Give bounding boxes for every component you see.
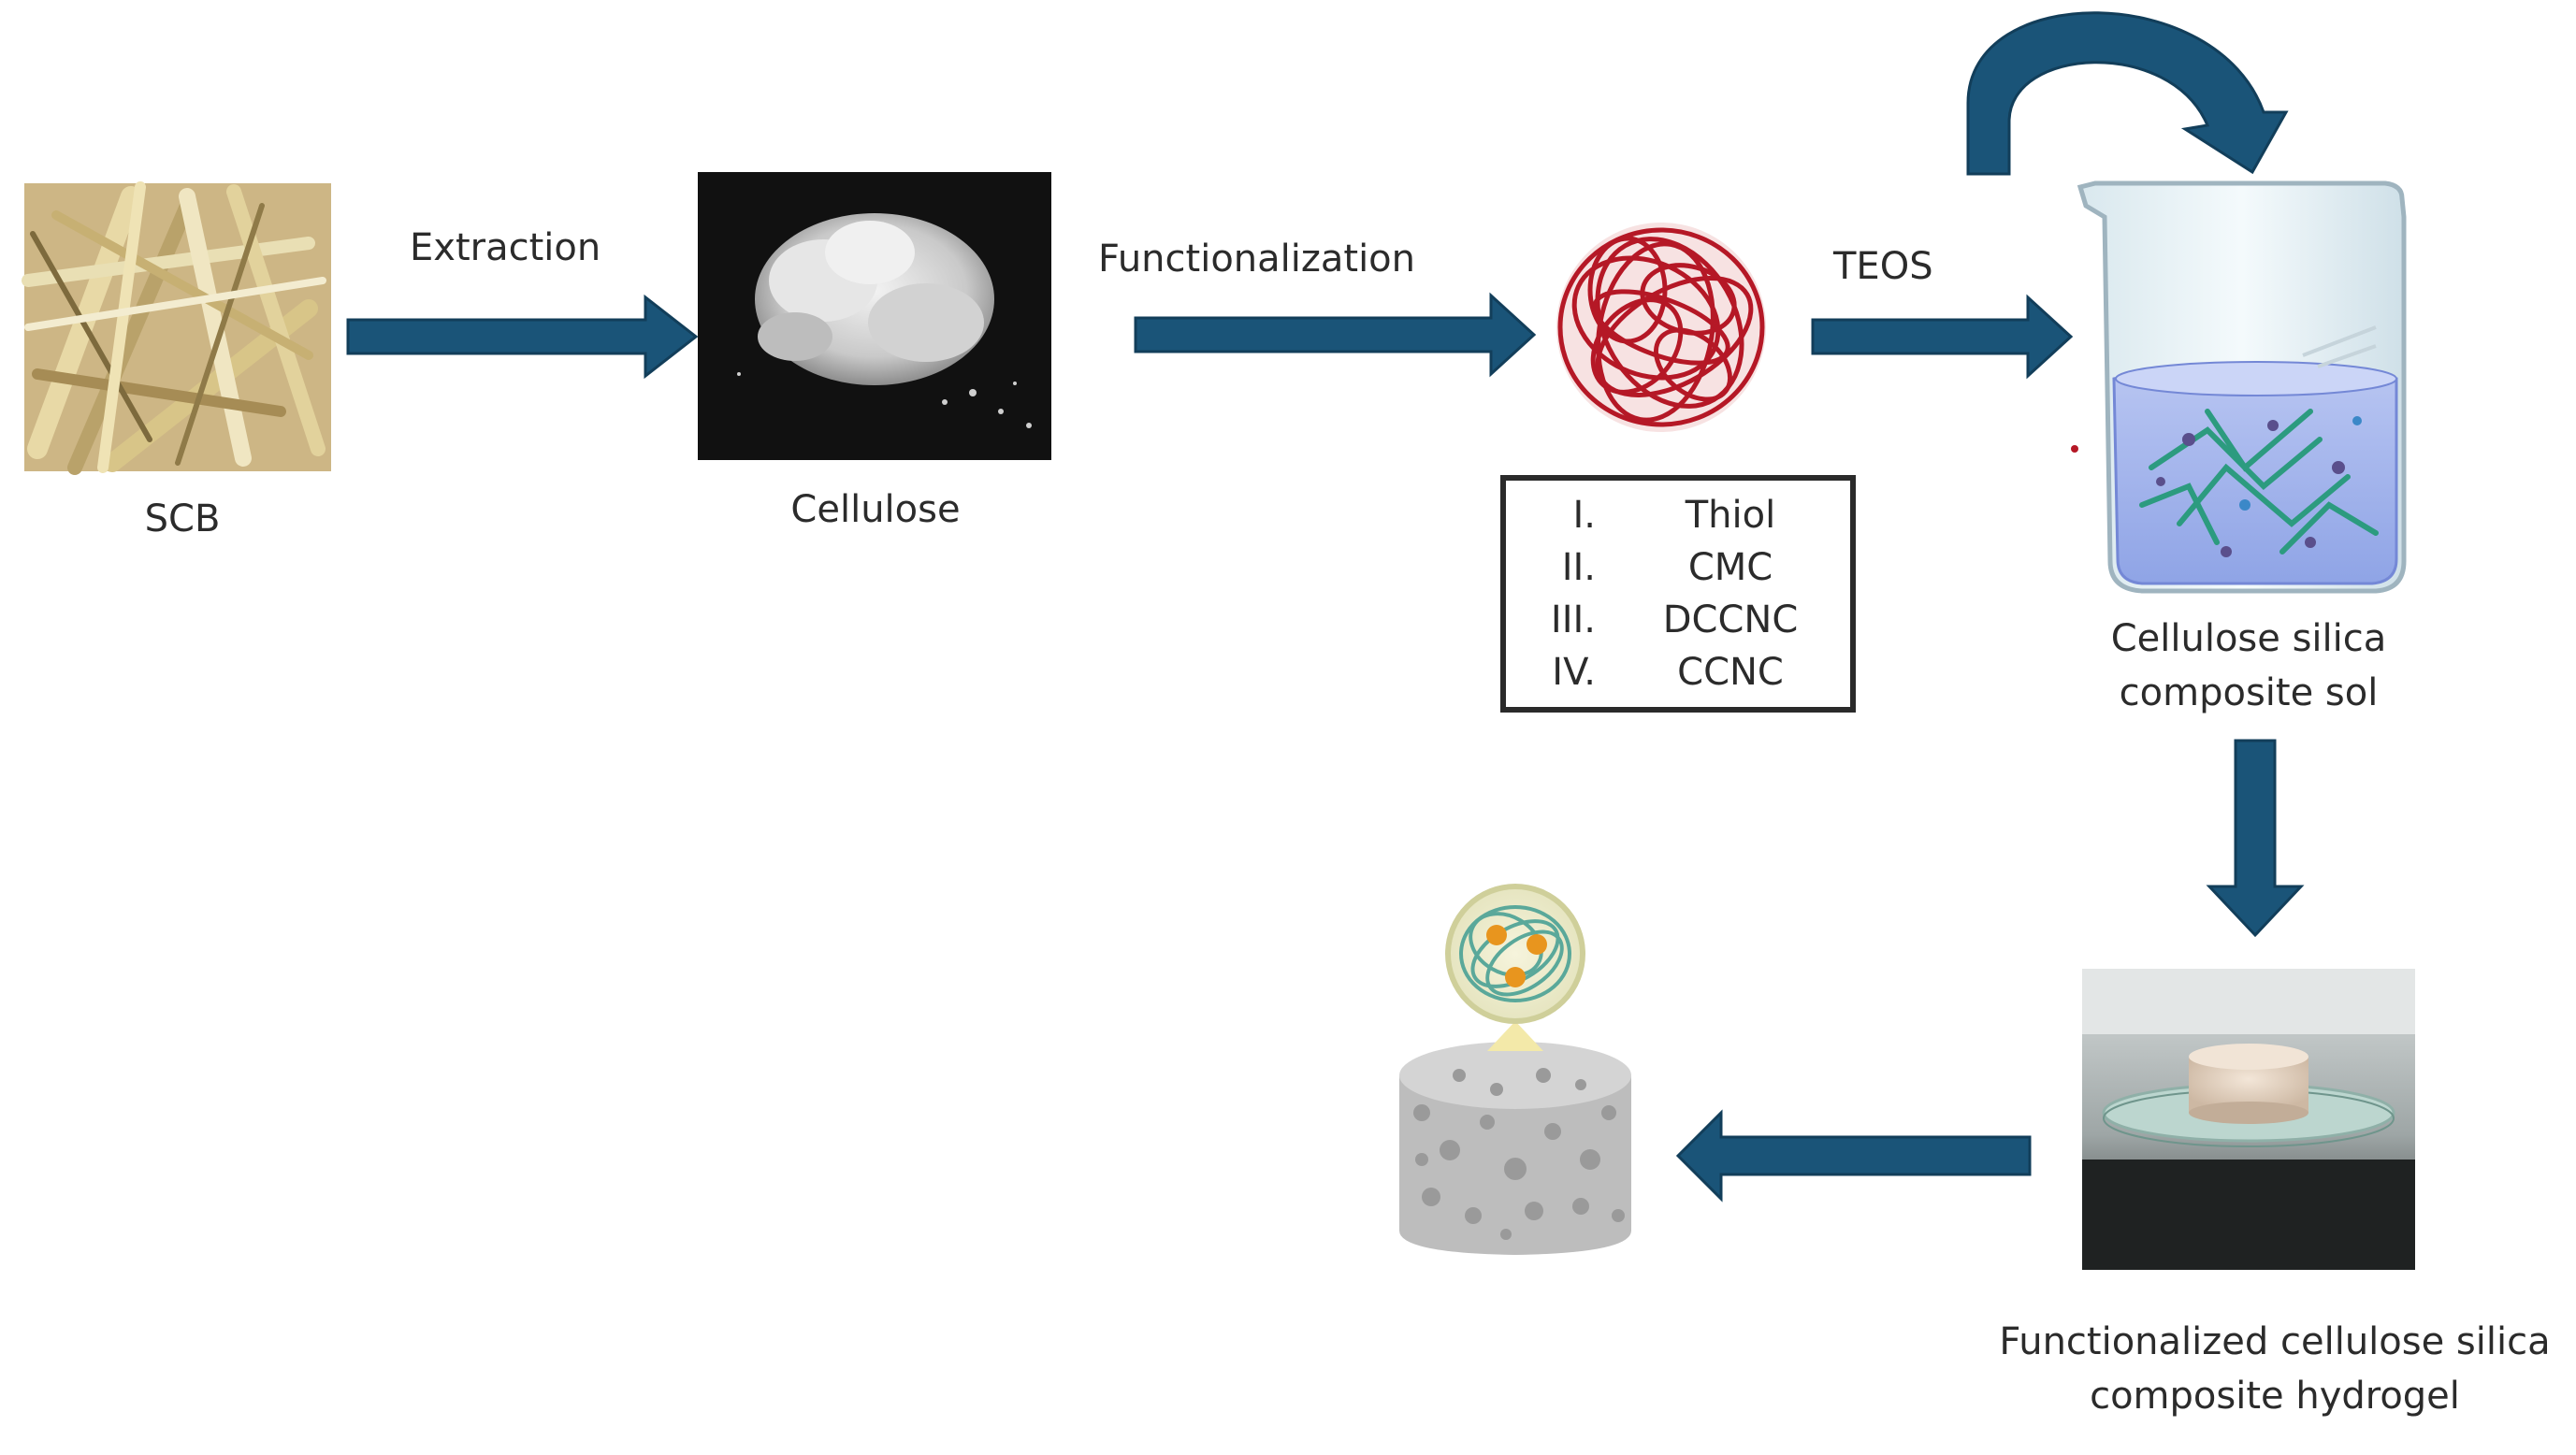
label-composite-hydrogel: Functionalized cellulose silica composit…: [1999, 1315, 2550, 1423]
label-composite-sol: Cellulose silica composite sol: [2111, 612, 2387, 720]
teos-arrow: [1811, 294, 2074, 380]
label-composite-hydrogel-line2: composite hydrogel: [2090, 1375, 2460, 1418]
label-scb: SCB: [144, 497, 221, 540]
beaker-image: [2071, 180, 2407, 594]
left-arrow: [1675, 1109, 2032, 1203]
label-composite-sol-line1: Cellulose silica: [2110, 617, 2387, 660]
extraction-arrow: [346, 294, 699, 380]
functionalization-arrow: [1134, 292, 1537, 378]
list-item-number: II.: [1561, 546, 1596, 589]
label-composite-sol-line2: composite sol: [2119, 671, 2379, 714]
label-teos: TEOS: [1833, 245, 1933, 288]
fiber-ball-image: [1556, 223, 1766, 432]
list-item-name: CCNC: [1677, 651, 1784, 694]
list-item-number: III.: [1550, 598, 1596, 641]
hydrogel-image: [2082, 969, 2415, 1270]
list-item-name: Thiol: [1685, 494, 1776, 537]
label-cellulose: Cellulose: [790, 488, 961, 531]
list-item-name: CMC: [1687, 546, 1773, 589]
list-item-name: DCCNC: [1662, 598, 1799, 641]
list-item-number: IV.: [1552, 651, 1596, 694]
list-item-number: I.: [1572, 494, 1596, 537]
list-item: III. DCCNC: [1506, 598, 1850, 653]
list-item: II. CMC: [1506, 546, 1850, 600]
porous-hydrogel-illustration: [1399, 884, 1631, 1255]
curved-arrow: [1966, 11, 2289, 176]
list-item: IV. CCNC: [1506, 651, 1850, 705]
label-functionalization: Functionalization: [1098, 238, 1416, 281]
label-extraction: Extraction: [410, 226, 601, 269]
list-item: I. Thiol: [1506, 494, 1850, 548]
cellulose-image: [698, 172, 1051, 460]
scb-image: [22, 181, 331, 475]
label-composite-hydrogel-line1: Functionalized cellulose silica: [1999, 1320, 2551, 1363]
functionalization-list-box: I. Thiol II. CMC III. DCCNC IV. CCNC: [1500, 475, 1856, 713]
down-arrow: [2206, 739, 2305, 938]
